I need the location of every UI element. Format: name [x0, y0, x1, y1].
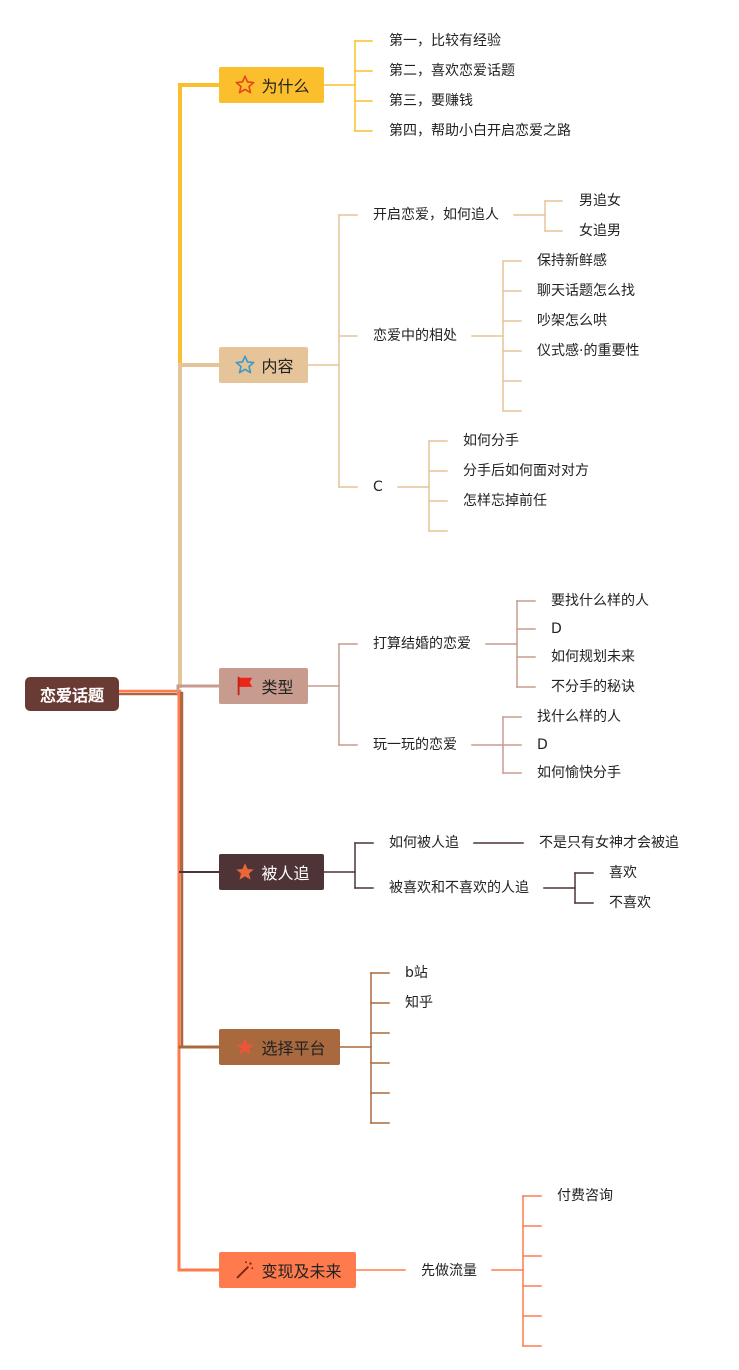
star-outline-icon: [233, 353, 257, 377]
why-item[interactable]: 第一，比较有经验: [389, 33, 501, 49]
content-together-item[interactable]: 仪式感·的重要性: [537, 343, 640, 359]
chased-likes-item[interactable]: 不喜欢: [609, 895, 651, 911]
types-marriage-item[interactable]: 不分手的秘诀: [551, 679, 635, 695]
types-casual-topic[interactable]: 玩一玩的恋爱: [373, 737, 457, 753]
star-filled-icon: [233, 860, 257, 884]
money-traffic-item[interactable]: 付费咨询: [557, 1188, 613, 1204]
types-casual-item[interactable]: 找什么样的人: [537, 709, 621, 725]
chased-likes-item[interactable]: 喜欢: [609, 865, 637, 881]
types-marriage-item[interactable]: 要找什么样的人: [551, 593, 649, 609]
content-together-item[interactable]: 保持新鲜感: [537, 253, 607, 269]
types-casual-item[interactable]: D: [537, 737, 548, 753]
content-pursue-topic[interactable]: 开启恋爱，如何追人: [373, 207, 499, 223]
branch-money-label: 变现及未来: [261, 1262, 342, 1281]
branch-types[interactable]: 类型: [219, 668, 308, 704]
chased-how-item[interactable]: 不是只有女神才会被追: [539, 835, 679, 851]
types-casual-item[interactable]: 如何愉快分手: [537, 765, 621, 781]
content-together-item[interactable]: 吵架怎么哄: [537, 313, 607, 329]
branch-why[interactable]: 为什么: [219, 67, 324, 103]
magic-wand-icon: [233, 1258, 257, 1282]
content-breakup-topic[interactable]: C: [373, 479, 383, 495]
branch-platform-label: 选择平台: [261, 1039, 326, 1058]
branch-chased-label: 被人追: [261, 864, 310, 883]
branch-content-label: 内容: [261, 357, 294, 376]
content-together-item[interactable]: 聊天话题怎么找: [537, 283, 635, 299]
content-pursue-item[interactable]: 男追女: [579, 193, 621, 209]
content-breakup-item[interactable]: 如何分手: [463, 433, 519, 449]
why-item[interactable]: 第四，帮助小白开启恋爱之路: [389, 123, 571, 139]
branch-types-label: 类型: [261, 678, 294, 697]
chased-likes-topic[interactable]: 被喜欢和不喜欢的人追: [389, 880, 529, 896]
platform-item[interactable]: 知乎: [405, 995, 433, 1011]
root-node[interactable]: 恋爱话题: [25, 677, 119, 711]
star-filled-icon: [233, 1035, 257, 1059]
content-breakup-item[interactable]: 怎样忘掉前任: [463, 493, 547, 509]
content-pursue-item[interactable]: 女追男: [579, 223, 621, 239]
branch-chased[interactable]: 被人追: [219, 854, 324, 890]
branch-why-label: 为什么: [261, 77, 310, 96]
branch-money[interactable]: 变现及未来: [219, 1252, 356, 1288]
star-outline-icon: [233, 73, 257, 97]
platform-item[interactable]: b站: [405, 965, 428, 981]
money-traffic-topic[interactable]: 先做流量: [421, 1263, 477, 1279]
why-item[interactable]: 第二，喜欢恋爱话题: [389, 63, 515, 79]
types-marriage-topic[interactable]: 打算结婚的恋爱: [373, 636, 471, 652]
content-together-topic[interactable]: 恋爱中的相处: [373, 328, 457, 344]
content-breakup-item[interactable]: 分手后如何面对对方: [463, 463, 589, 479]
branch-content[interactable]: 内容: [219, 347, 308, 383]
root-label: 恋爱话题: [39, 686, 104, 705]
why-item[interactable]: 第三，要赚钱: [389, 93, 473, 109]
flag-icon: [233, 674, 257, 698]
branch-platform[interactable]: 选择平台: [219, 1029, 340, 1065]
types-marriage-item[interactable]: 如何规划未来: [551, 649, 635, 665]
chased-how-topic[interactable]: 如何被人追: [389, 835, 459, 851]
types-marriage-item[interactable]: D: [551, 621, 562, 637]
